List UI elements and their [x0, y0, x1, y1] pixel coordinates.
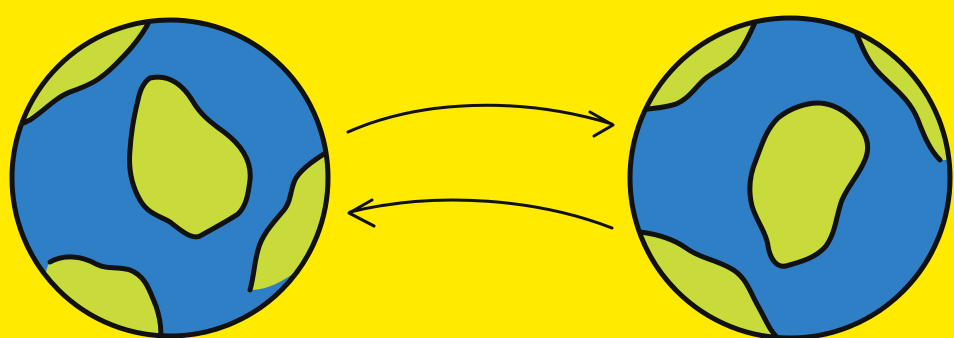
illustration-scene — [0, 0, 954, 338]
illustration-canvas — [0, 0, 954, 338]
